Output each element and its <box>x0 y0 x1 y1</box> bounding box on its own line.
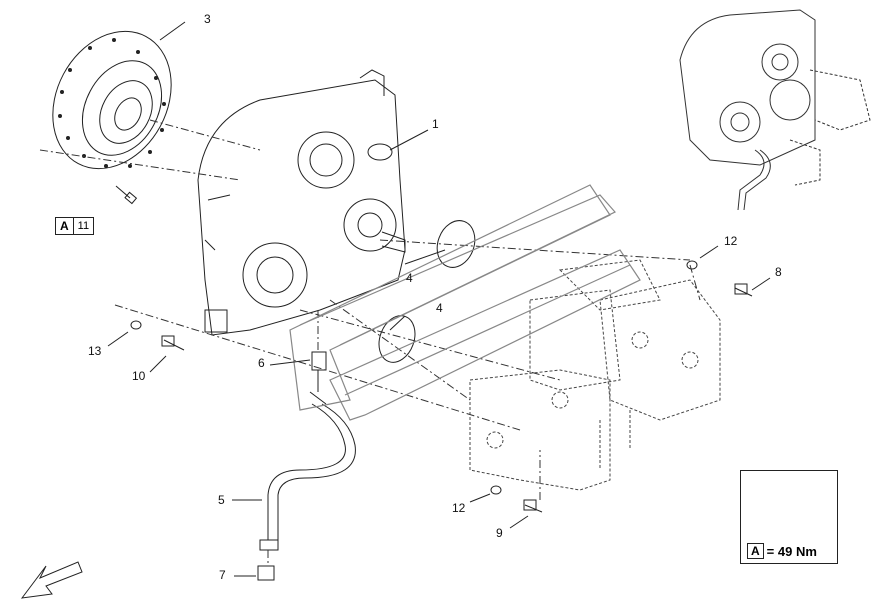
torque-ref-letter: A <box>56 218 74 234</box>
damper-bolt <box>115 185 138 205</box>
callout-1: 1 <box>432 117 439 131</box>
callout-9: 9 <box>496 526 503 540</box>
callout-4a: 4 <box>406 271 413 285</box>
torque-spec-box: A = 49 Nm <box>740 470 838 564</box>
torque-spec-value: = 49 Nm <box>766 543 817 559</box>
callout-7: 7 <box>219 568 226 582</box>
callout-12a: 12 <box>724 234 738 248</box>
assembly-thumbnail <box>679 9 871 211</box>
hydraulic-pumps <box>469 259 721 491</box>
callout-13: 13 <box>88 344 102 358</box>
callout-10: 10 <box>132 369 146 383</box>
callout-12b: 12 <box>452 501 466 515</box>
callout-4b: 4 <box>436 301 443 315</box>
torque-spec-label: A = 49 Nm <box>747 543 817 559</box>
callout-8: 8 <box>775 265 782 279</box>
callout-6: 6 <box>258 356 265 370</box>
torque-reference-tag: A 11 <box>55 217 95 235</box>
orientation-arrow-icon <box>20 561 83 599</box>
callout-5: 5 <box>218 493 225 507</box>
pipe-assembly <box>257 351 356 581</box>
gearbox-housing <box>197 69 406 336</box>
torque-ref-number: 11 <box>77 220 90 232</box>
callout-3: 3 <box>204 12 211 26</box>
torque-spec-letter: A <box>747 543 764 559</box>
damper-disc <box>52 30 172 170</box>
